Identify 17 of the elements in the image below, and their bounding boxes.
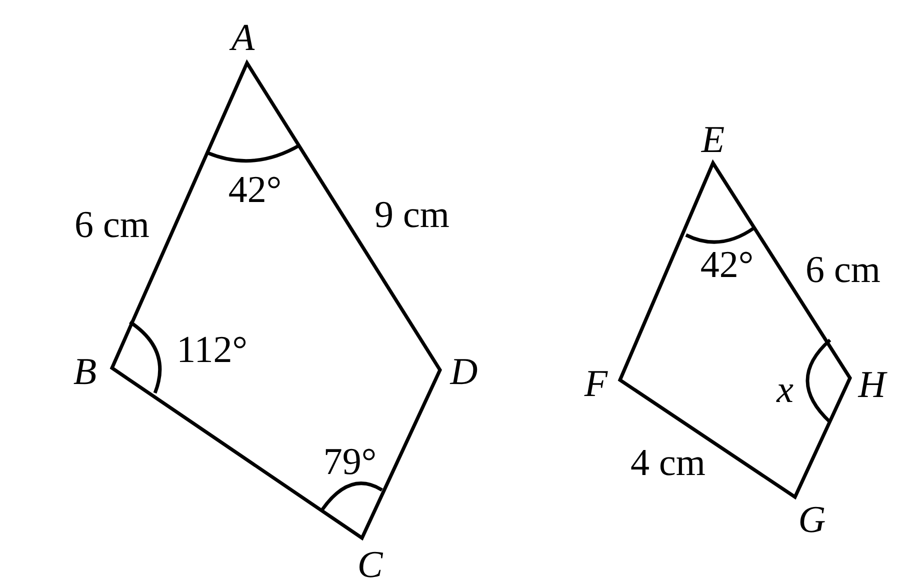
measurement-label: 6 cm	[806, 251, 880, 289]
measurement-label: 42°	[700, 246, 754, 284]
vertex-label: A	[231, 19, 255, 57]
vertex-label: C	[357, 546, 383, 583]
measurement-label: 79°	[323, 443, 377, 481]
vertex-label: E	[701, 121, 725, 159]
measurement-label: 42°	[228, 171, 282, 209]
vertex-label: D	[450, 353, 478, 391]
vertex-label: B	[73, 353, 97, 391]
measurement-label: 9 cm	[374, 196, 450, 234]
vertex-label: x	[776, 371, 794, 409]
vertex-label: G	[798, 501, 826, 539]
measurement-label: 4 cm	[630, 444, 706, 482]
vertex-label: F	[584, 365, 608, 403]
vertex-label: H	[858, 366, 886, 404]
measurement-label: 6 cm	[74, 206, 150, 244]
measurement-label: 112°	[176, 331, 248, 369]
